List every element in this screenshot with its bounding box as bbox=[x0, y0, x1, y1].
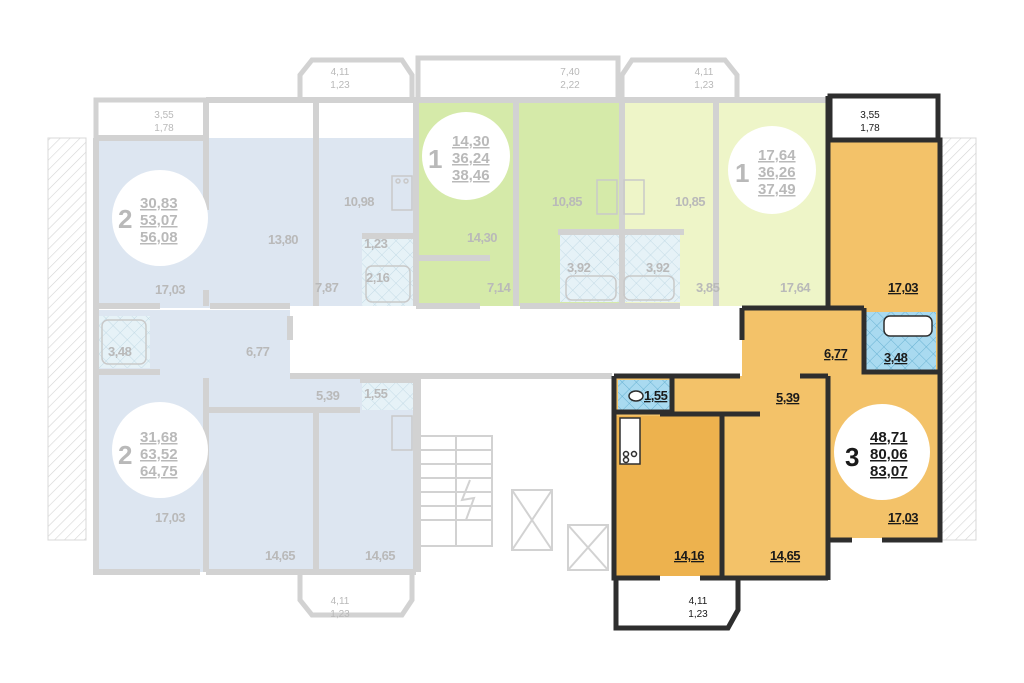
wc-3-tiles bbox=[618, 380, 672, 410]
badge-apt-1a: 1 14,30 36,24 38,46 bbox=[422, 112, 510, 200]
badge-apt-2b: 2 31,68 63,52 64,75 bbox=[112, 402, 208, 498]
apt-1a-balcony: 38,46 bbox=[452, 167, 490, 184]
balcony-label: 4,11 bbox=[695, 67, 714, 78]
room-label: 3,92 bbox=[646, 260, 670, 275]
side-wall-right bbox=[937, 137, 977, 541]
balcony-label: 3,55 bbox=[860, 110, 880, 121]
apt-3-living: 48,71 bbox=[870, 429, 908, 446]
room-label: 14,65 bbox=[265, 548, 295, 563]
badge-apt-2a: 2 30,83 53,07 56,08 bbox=[112, 170, 208, 266]
balcony-label: 7,40 bbox=[560, 67, 580, 78]
room-label: 3,48 bbox=[108, 344, 132, 359]
stairwell bbox=[419, 435, 609, 571]
room-label: 17,64 bbox=[780, 280, 811, 295]
apt-2a-rooms: 2 bbox=[118, 204, 132, 234]
room-label: 7,87 bbox=[315, 280, 339, 295]
room-label: 14,65 bbox=[770, 548, 800, 563]
room-label: 14,30 bbox=[467, 230, 497, 245]
side-wall-left bbox=[47, 137, 87, 541]
apt-3-rooms: 3 bbox=[845, 442, 859, 472]
balcony-label: 2,22 bbox=[560, 80, 580, 91]
balcony-label: 1,23 bbox=[694, 80, 714, 91]
fixtures bbox=[101, 175, 675, 451]
apt-1b-balcony: 37,49 bbox=[758, 181, 796, 198]
room-label: 1,55 bbox=[644, 388, 668, 403]
badge-apt-1b: 1 17,64 36,26 37,49 bbox=[728, 126, 816, 214]
room-label: 6,77 bbox=[824, 346, 848, 361]
room-label: 5,39 bbox=[776, 390, 800, 405]
walls-active bbox=[611, 96, 943, 581]
room-label: 3,48 bbox=[884, 350, 908, 365]
balcony-label: 3,55 bbox=[154, 110, 174, 121]
balcony-label: 4,11 bbox=[689, 596, 708, 607]
room-label: 13,80 bbox=[268, 232, 298, 247]
room-label: 3,85 bbox=[696, 280, 720, 295]
apt-2a-balcony: 56,08 bbox=[140, 229, 178, 246]
room-label: 2,16 bbox=[366, 270, 390, 285]
room-label: 1,23 bbox=[364, 236, 388, 251]
room-label: 3,92 bbox=[567, 260, 591, 275]
apt-1a-rooms: 1 bbox=[428, 144, 442, 174]
room-label: 17,03 bbox=[888, 280, 918, 295]
apt-3-total: 80,06 bbox=[870, 446, 908, 463]
apt-2b-total: 63,52 bbox=[140, 446, 178, 463]
room-label: 1,55 bbox=[364, 386, 388, 401]
balcony-label: 1,23 bbox=[330, 80, 350, 91]
apt-1a-living: 14,30 bbox=[452, 133, 490, 150]
room-label: 5,39 bbox=[316, 388, 340, 403]
balcony-label: 1,23 bbox=[330, 609, 350, 620]
room-label: 17,03 bbox=[155, 282, 185, 297]
fixtures-active bbox=[619, 315, 933, 465]
common-corridor bbox=[290, 306, 740, 376]
apt-3-balcony: 83,07 bbox=[870, 463, 908, 480]
apt-2b-living: 31,68 bbox=[140, 429, 178, 446]
badge-apt-3: 3 48,71 80,06 83,07 bbox=[834, 404, 930, 500]
apt-1a-total: 36,24 bbox=[452, 150, 490, 167]
room-label: 10,85 bbox=[675, 194, 705, 209]
apt-2a-total: 53,07 bbox=[140, 212, 178, 229]
room-label: 14,16 bbox=[674, 548, 704, 563]
room-label: 10,85 bbox=[552, 194, 582, 209]
apt-2b-rooms: 2 bbox=[118, 440, 132, 470]
room-label: 6,77 bbox=[246, 344, 270, 359]
apt-1b-living: 17,64 bbox=[758, 147, 796, 164]
room-label: 14,65 bbox=[365, 548, 395, 563]
room-label: 7,14 bbox=[487, 280, 512, 295]
balcony-label: 1,78 bbox=[154, 123, 174, 134]
balcony-label: 4,11 bbox=[331, 67, 350, 78]
balcony-label: 4,11 bbox=[331, 596, 350, 607]
walls-dim bbox=[93, 97, 828, 575]
room-label: 17,03 bbox=[155, 510, 185, 525]
apt-2a-living: 30,83 bbox=[140, 195, 178, 212]
apt-2b-balcony: 64,75 bbox=[140, 463, 178, 480]
apt-1b-total: 36,26 bbox=[758, 164, 796, 181]
balconies-active bbox=[613, 93, 941, 631]
balcony-label: 1,23 bbox=[688, 609, 708, 620]
apt-1b-rooms: 1 bbox=[735, 158, 749, 188]
room-label: 10,98 bbox=[344, 194, 374, 209]
room-label: 17,03 bbox=[888, 510, 918, 525]
balcony-label: 1,78 bbox=[860, 123, 880, 134]
